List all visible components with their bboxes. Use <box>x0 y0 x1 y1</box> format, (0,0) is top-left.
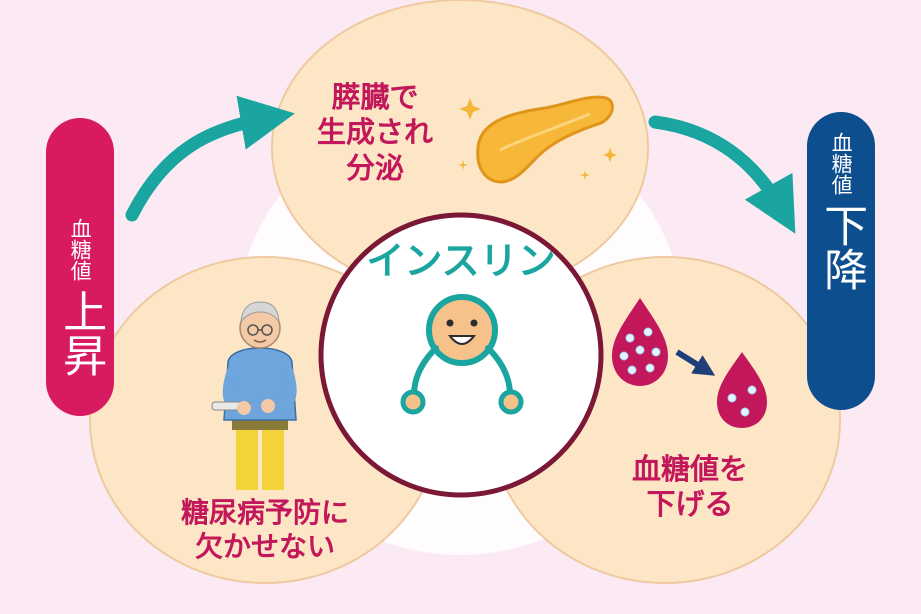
arrow-left-to-top <box>125 95 295 222</box>
top-bubble-label: 膵臓で 生成され 分泌 <box>316 80 433 185</box>
arrow-top-to-right <box>648 115 796 234</box>
center-label: インスリン <box>366 239 556 283</box>
pancreas-icon <box>458 95 617 184</box>
left-bubble-label: 糖尿病予防に 欠かせない <box>180 496 349 564</box>
pill-small-text: 血糖値 <box>829 132 853 195</box>
elderly-man-injection-icon <box>211 301 297 490</box>
blood-sugar-drop-pill: 血糖値 下降 <box>807 112 875 410</box>
blood-sugar-rise-pill: 血糖値 上昇 <box>46 118 114 416</box>
pill-small-label: 血糖値 <box>68 218 93 281</box>
blood-drop-icon <box>612 298 767 428</box>
pill-small-label: 血糖値 <box>829 132 854 195</box>
pill-big-label: 上昇 <box>55 289 107 377</box>
insulin-mascot-icon <box>400 294 524 415</box>
right-bubble-label: 血糖値を 下げる <box>631 452 748 522</box>
pill-big-text: 上昇 <box>55 289 107 377</box>
pill-big-label: 下降 <box>816 203 868 291</box>
pill-small-text: 血糖値 <box>68 218 92 281</box>
pill-big-text: 下降 <box>816 203 868 291</box>
